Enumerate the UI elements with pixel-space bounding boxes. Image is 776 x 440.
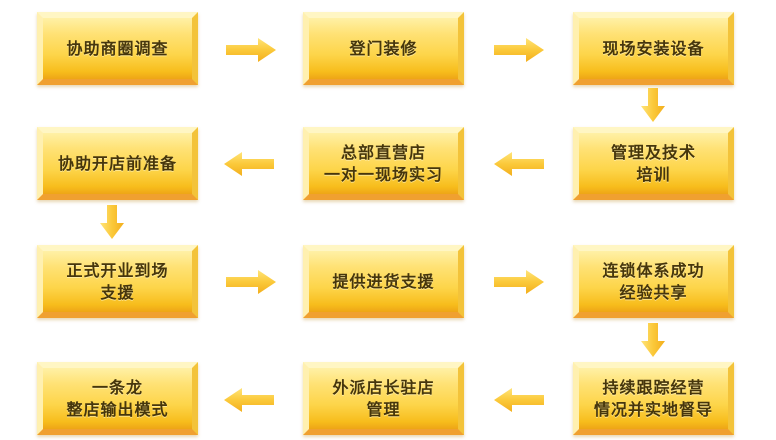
- arrow-down-icon: [641, 323, 665, 357]
- arrow-right-icon: [226, 38, 276, 62]
- step-label: 外派店长驻店 管理: [332, 377, 435, 419]
- step-box-2: 登门装修: [303, 12, 464, 85]
- arrow-right-icon: [226, 270, 276, 294]
- step-label: 提供进货支援: [332, 271, 435, 291]
- arrow-right-icon: [494, 270, 544, 294]
- step-box-9: 连锁体系成功 经验共享: [573, 245, 734, 318]
- step-label: 持续跟踪经营 情况并实地督导: [593, 377, 713, 419]
- step-label: 总部直营店 一对一现场实习: [323, 142, 443, 184]
- step-box-7: 正式开业到场 支援: [37, 245, 198, 318]
- arrow-left-icon: [494, 388, 544, 412]
- arrow-down-icon: [100, 205, 124, 239]
- arrow-left-icon: [224, 152, 274, 176]
- step-label: 正式开业到场 支援: [66, 260, 169, 302]
- step-label: 协助开店前准备: [57, 153, 177, 173]
- step-box-11: 外派店长驻店 管理: [303, 362, 464, 435]
- arrow-left-icon: [224, 388, 274, 412]
- step-label: 现场安装设备: [602, 38, 705, 58]
- step-box-4: 管理及技术 培训: [573, 127, 734, 200]
- step-label: 连锁体系成功 经验共享: [602, 260, 705, 302]
- step-label: 协助商圈调查: [66, 38, 169, 58]
- step-box-3: 现场安装设备: [573, 12, 734, 85]
- step-label: 登门装修: [349, 38, 418, 58]
- arrow-right-icon: [494, 38, 544, 62]
- step-box-8: 提供进货支援: [303, 245, 464, 318]
- step-box-10: 持续跟踪经营 情况并实地督导: [573, 362, 734, 435]
- arrow-down-icon: [641, 88, 665, 122]
- step-box-6: 协助开店前准备: [37, 127, 198, 200]
- step-label: 管理及技术 培训: [610, 142, 696, 184]
- step-box-1: 协助商圈调查: [37, 12, 198, 85]
- step-label: 一条龙 整店输出模式: [66, 377, 169, 419]
- step-box-12: 一条龙 整店输出模式: [37, 362, 198, 435]
- arrow-left-icon: [494, 152, 544, 176]
- step-box-5: 总部直营店 一对一现场实习: [303, 127, 464, 200]
